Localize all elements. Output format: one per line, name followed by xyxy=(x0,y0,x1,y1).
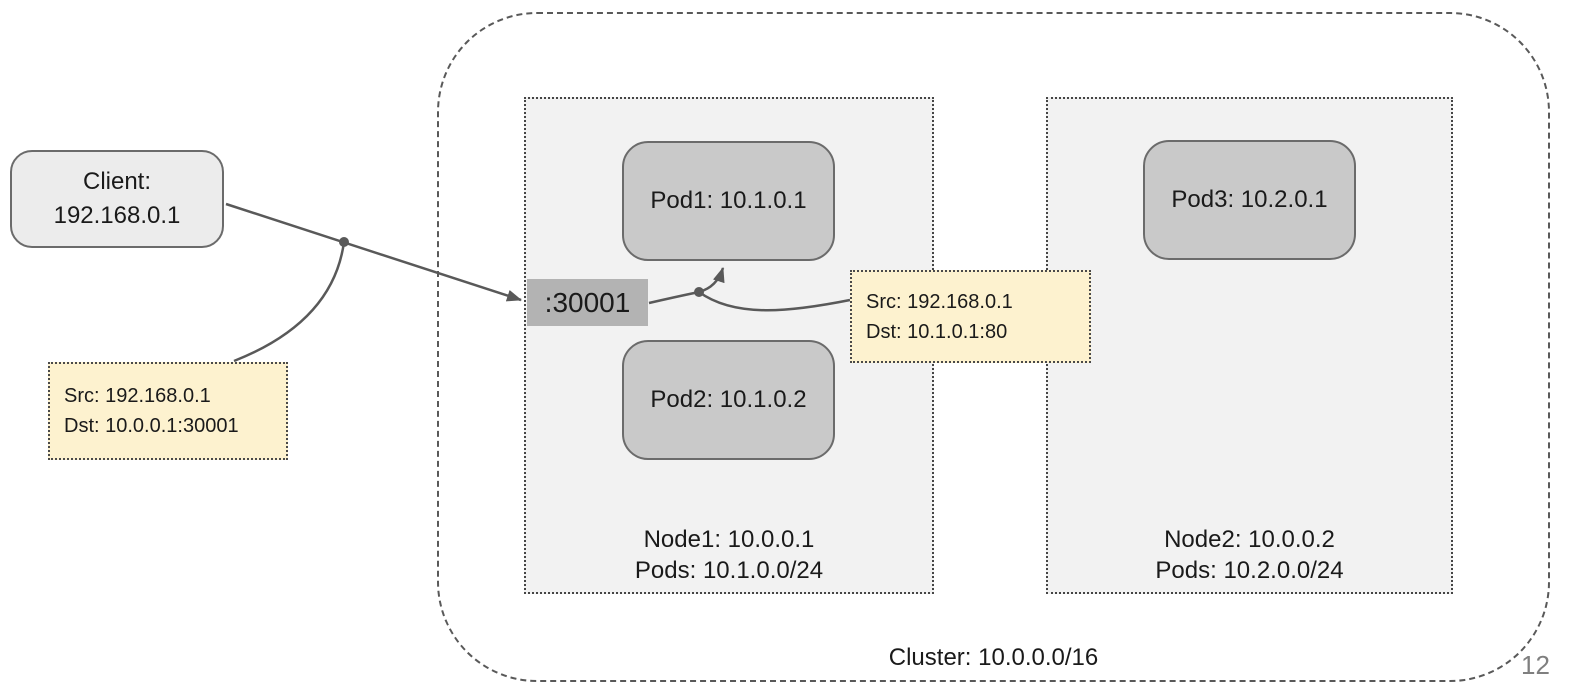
node1-pods-cidr: Pods: 10.1.0.0/24 xyxy=(634,556,824,584)
note1-dst: Dst: 10.0.0.1:30001 xyxy=(64,415,239,437)
junction-dot-1 xyxy=(339,237,349,247)
note2-box: Src: 192.168.0.1 Dst: 10.1.0.1:80 xyxy=(850,270,1091,363)
client-label-line2: 192.168.0.1 xyxy=(53,202,181,229)
page-number: 12 xyxy=(1521,650,1550,680)
note1-src: Src: 192.168.0.1 xyxy=(64,385,211,407)
pod3-label: Pod3: 10.2.0.1 xyxy=(1171,186,1328,213)
pod1-box: Pod1: 10.1.0.1 xyxy=(622,141,835,261)
node2-name: Node2: 10.0.0.2 xyxy=(1164,525,1335,553)
note1-box: Src: 192.168.0.1 Dst: 10.0.0.1:30001 xyxy=(48,362,288,460)
note2-src: Src: 192.168.0.1 xyxy=(866,290,1013,313)
client-box: Client: 192.168.0.1 xyxy=(10,150,224,248)
client-label-line1: Client: xyxy=(82,168,152,196)
nodeport-label: :30001 xyxy=(544,286,631,318)
pod1-label: Pod1: 10.1.0.1 xyxy=(650,187,807,214)
cluster-boundary: Cluster: 10.0.0.0/16 xyxy=(437,12,1550,682)
pod2-box: Pod2: 10.1.0.2 xyxy=(622,340,835,460)
pod3-box: Pod3: 10.2.0.1 xyxy=(1143,140,1356,260)
node2-label: Node2: 10.0.0.2 Pods: 10.2.0.0/24 xyxy=(1048,524,1451,586)
node2-pods-cidr: Pods: 10.2.0.0/24 xyxy=(1155,556,1344,584)
cluster-label: Cluster: 10.0.0.0/16 xyxy=(888,644,1099,671)
node1-label: Node1: 10.0.0.1 Pods: 10.1.0.0/24 xyxy=(526,524,932,586)
pod2-label: Pod2: 10.1.0.2 xyxy=(650,386,807,413)
nodeport-label-box: :30001 xyxy=(527,279,648,326)
note2-dst: Dst: 10.1.0.1:80 xyxy=(866,320,1008,343)
note1-leader-line xyxy=(233,241,346,363)
node1-name: Node1: 10.0.0.1 xyxy=(643,525,815,553)
